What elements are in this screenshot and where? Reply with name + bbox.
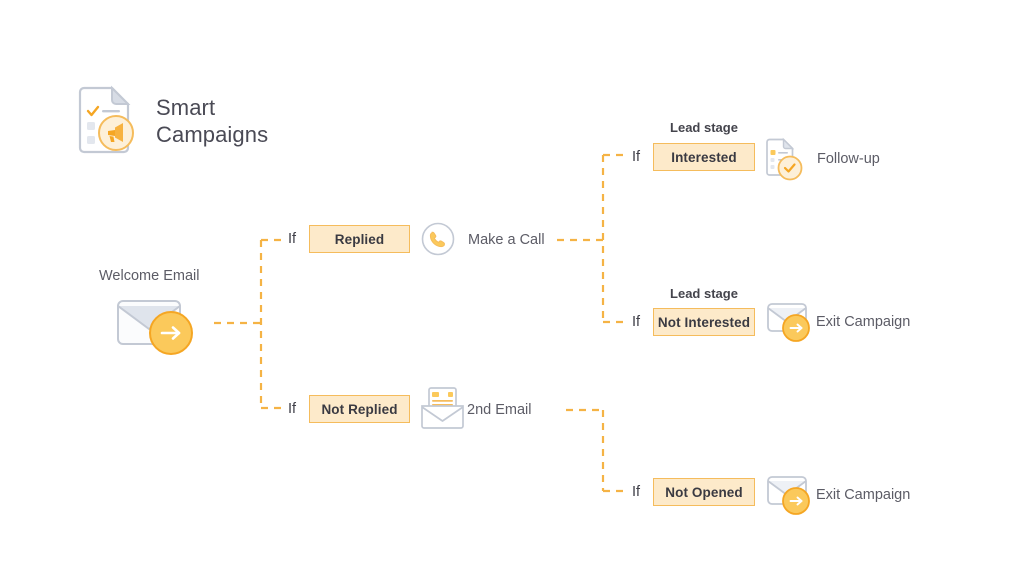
condition-pill-not-replied[interactable]: Not Replied	[309, 395, 410, 423]
stage-label-interested: Lead stage	[670, 120, 738, 135]
header: Smart Campaigns	[76, 85, 269, 156]
phone-circle-icon	[421, 222, 455, 256]
stage-label-not-interested: Lead stage	[670, 286, 738, 301]
if-label-not-replied: If	[288, 401, 297, 417]
if-label-interested: If	[632, 149, 641, 165]
condition-pill-replied[interactable]: Replied	[309, 225, 410, 253]
if-label-not-interested: If	[632, 314, 641, 330]
action-label-2nd-email: 2nd Email	[467, 402, 532, 418]
envelope-arrow-icon	[116, 295, 204, 357]
condition-pill-interested[interactable]: Interested	[653, 143, 755, 171]
condition-pill-not-interested[interactable]: Not Interested	[653, 308, 755, 336]
document-check-icon	[762, 137, 804, 182]
action-label-follow-up: Follow-up	[817, 151, 880, 167]
envelope-exit-icon	[766, 301, 818, 345]
action-label-make-a-call: Make a Call	[468, 232, 545, 248]
action-label-exit-campaign-1: Exit Campaign	[816, 314, 911, 330]
open-envelope-letter-icon	[419, 386, 467, 430]
envelope-exit-icon	[766, 474, 818, 518]
document-megaphone-icon	[76, 85, 138, 156]
if-label-replied: If	[288, 231, 297, 247]
action-label-exit-campaign-2: Exit Campaign	[816, 487, 911, 503]
condition-pill-not-opened[interactable]: Not Opened	[653, 478, 755, 506]
page-title: Smart Campaigns	[156, 95, 269, 147]
welcome-email-label: Welcome Email	[99, 268, 200, 284]
if-label-not-opened: If	[632, 484, 641, 500]
